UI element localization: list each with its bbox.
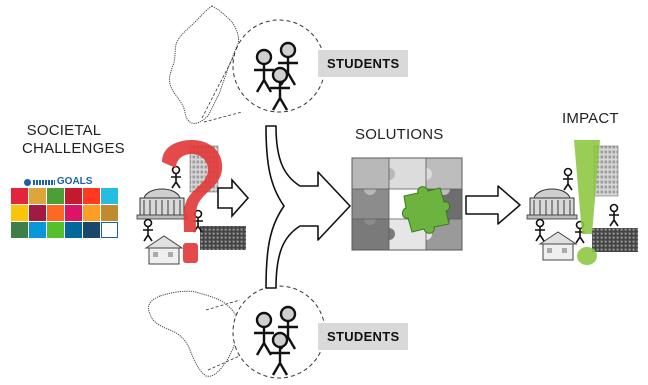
small-arrow-icon [217, 177, 250, 219]
sdg-tile [29, 222, 46, 238]
merge-arrow-icon [265, 125, 351, 289]
office-block-icon [200, 226, 246, 250]
building-icon [136, 188, 188, 220]
sdg-tile [65, 222, 82, 238]
solutions-label: SOLUTIONS [355, 126, 444, 143]
sdg-tile [11, 188, 28, 204]
sdg-tile [29, 205, 46, 221]
sdg-tile [101, 188, 118, 204]
exclamation-mark-dot [577, 247, 597, 265]
person-icon [143, 165, 203, 242]
sdg-tile [47, 188, 64, 204]
sdg-grid [11, 188, 118, 238]
question-mark-dot [183, 243, 198, 263]
sdg-tile [101, 205, 118, 221]
house-icon [538, 231, 578, 261]
sdg-tile [47, 222, 64, 238]
sdg-tile [65, 188, 82, 204]
students-badge-bottom: STUDENTS [318, 323, 409, 350]
sdg-tile [11, 222, 28, 238]
sdg-tile [83, 188, 100, 204]
map-sweden-icon [169, 5, 239, 124]
students-group-icon [254, 41, 298, 376]
puzzle-green-piece [401, 186, 451, 234]
sdg-tile [83, 205, 100, 221]
sdg-tile [83, 222, 100, 238]
sdg-panel: GOALS [10, 172, 122, 254]
puzzle-icon [351, 157, 463, 251]
house-icon [144, 235, 184, 265]
sdg-tile [29, 188, 46, 204]
impact-label: IMPACT [562, 110, 619, 127]
sdg-tile [47, 205, 64, 221]
solutions-arrow-icon [465, 185, 521, 225]
sdg-tile [11, 205, 28, 221]
sdg-header: GOALS [24, 176, 92, 187]
office-block-icon [592, 228, 638, 252]
societal-label-line1: SOCIETAL [26, 122, 102, 139]
question-mark-icon [162, 140, 223, 232]
exclamation-mark-icon [574, 140, 600, 234]
students-badge-top: STUDENTS [318, 50, 409, 77]
sdg-tile [65, 205, 82, 221]
sdg-goals-label: GOALS [56, 176, 93, 187]
societal-label-line2: CHALLENGES [22, 140, 125, 157]
building-icon [526, 188, 578, 220]
map-africa-icon [147, 290, 239, 377]
un-emblem-icon [24, 178, 31, 186]
societal-challenges-label: SOCIETAL CHALLENGES [22, 122, 125, 158]
sdg-tile [101, 222, 118, 238]
